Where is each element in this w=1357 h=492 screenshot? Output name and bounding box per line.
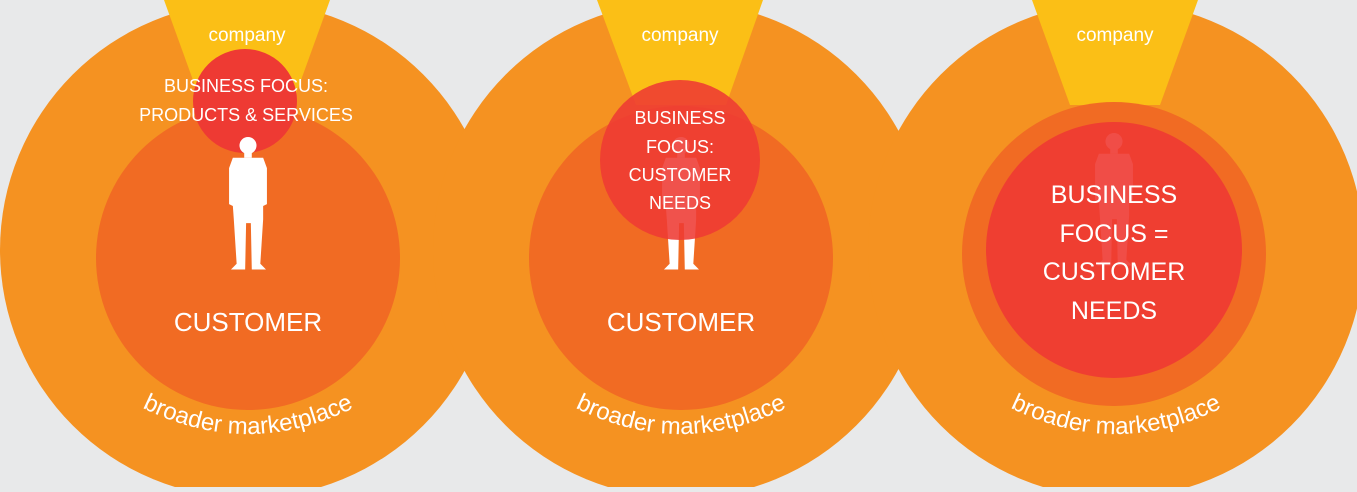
focus-label-line-2: FOCUS: bbox=[646, 137, 714, 157]
diagram-1: company BUSINESS FOCUS: PRODUCTS & SERVI… bbox=[0, 0, 496, 492]
focus-label-line-1: BUSINESS bbox=[1051, 181, 1177, 209]
focus-label-line-1: BUSINESS FOCUS: bbox=[164, 76, 328, 96]
focus-label-line-4: NEEDS bbox=[649, 193, 711, 213]
focus-circle bbox=[986, 122, 1242, 378]
customer-label: CUSTOMER bbox=[607, 307, 755, 337]
focus-label-line-2: FOCUS = bbox=[1059, 220, 1168, 248]
focus-label-line-2: PRODUCTS & SERVICES bbox=[139, 105, 353, 125]
diagram-2: company BUSINESS FOCUS: CUSTOMER NEEDS C… bbox=[433, 0, 929, 492]
focus-label-line-3: CUSTOMER bbox=[1043, 258, 1186, 286]
diagram-3: company BUSINESS FOCUS = CUSTOMER NEEDS … bbox=[868, 0, 1357, 492]
company-label: company bbox=[641, 25, 719, 46]
focus-circle bbox=[193, 49, 297, 153]
customer-circle bbox=[96, 106, 400, 410]
focus-circle bbox=[600, 80, 760, 240]
company-label: company bbox=[208, 25, 286, 46]
focus-label-line-3: CUSTOMER bbox=[629, 165, 732, 185]
focus-label-line-4: NEEDS bbox=[1071, 297, 1157, 325]
company-label: company bbox=[1076, 25, 1154, 46]
focus-label-line-1: BUSINESS bbox=[634, 108, 725, 128]
company-wedge bbox=[597, 0, 763, 105]
company-wedge bbox=[1032, 0, 1198, 105]
customer-label: CUSTOMER bbox=[174, 307, 322, 337]
